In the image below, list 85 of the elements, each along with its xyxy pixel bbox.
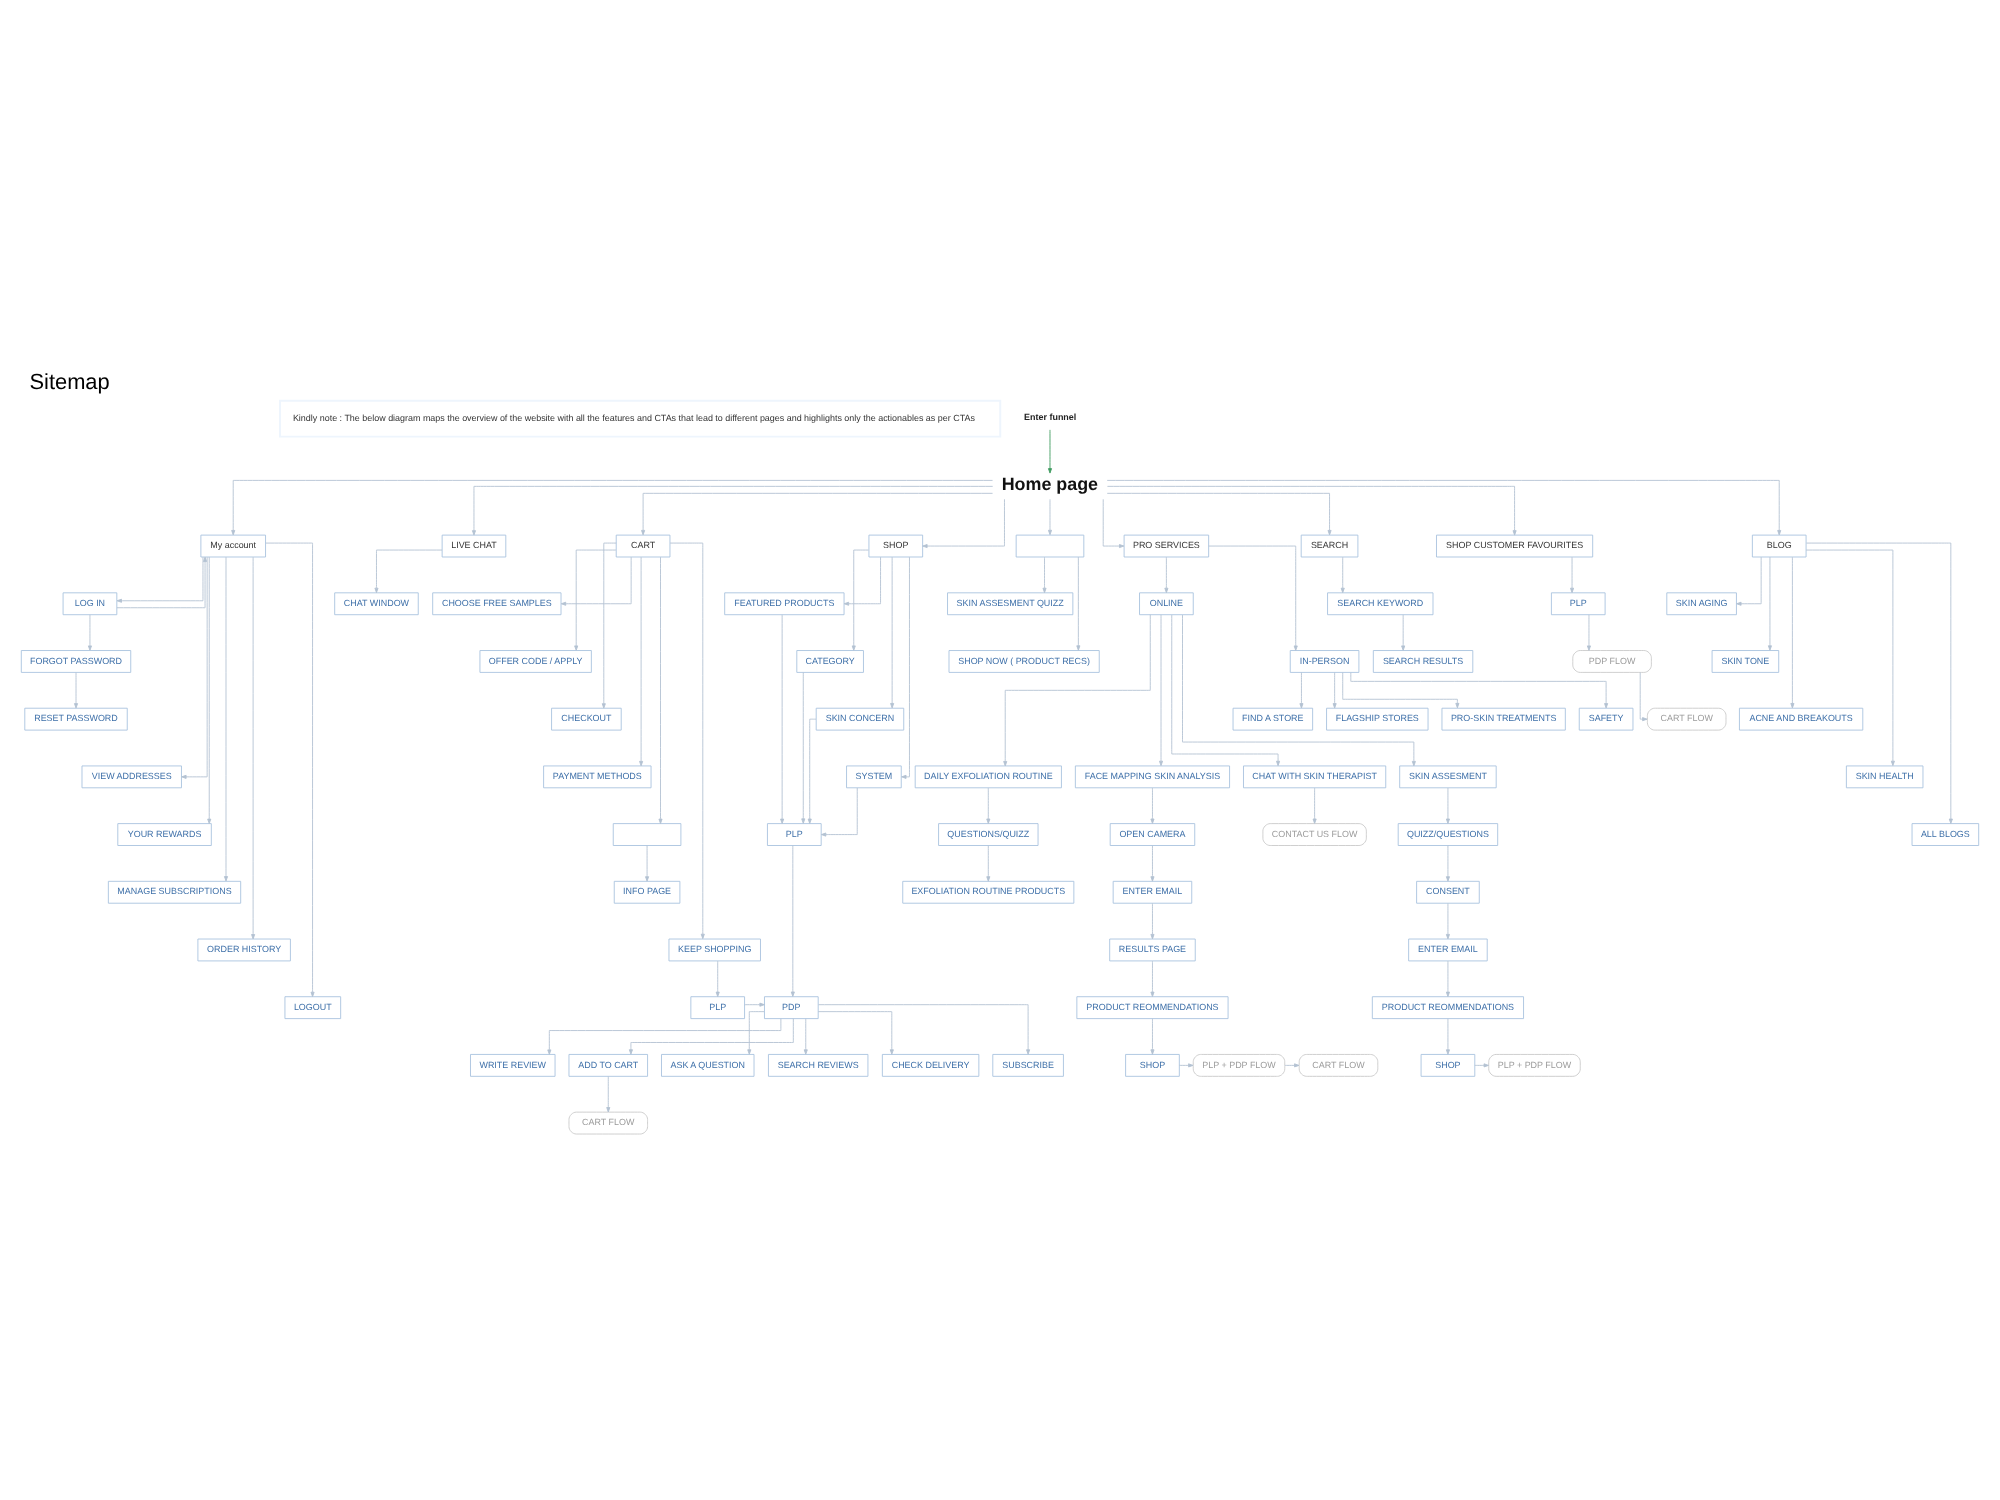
arrow — [658, 555, 663, 824]
arrow — [639, 555, 644, 766]
arrow — [1332, 671, 1337, 708]
arrow — [1076, 555, 1081, 650]
arrow — [645, 844, 650, 881]
node-box — [1015, 533, 1085, 557]
arrow — [820, 786, 858, 836]
arrow — [986, 844, 991, 881]
arrow — [1340, 555, 1345, 593]
arrow — [818, 1003, 1031, 1054]
arrow — [890, 555, 895, 708]
arrow — [74, 671, 79, 708]
arrow — [1342, 671, 1460, 708]
arrow — [606, 1075, 611, 1112]
arrow — [807, 717, 817, 823]
node-box — [612, 822, 682, 845]
arrow — [251, 555, 256, 939]
node-text: Home page — [1001, 472, 1099, 493]
arrow — [715, 959, 720, 997]
arrow — [1048, 497, 1052, 535]
arrow — [922, 497, 1005, 548]
arrow — [1350, 671, 1609, 708]
arrow — [1159, 613, 1164, 766]
arrow — [1208, 544, 1298, 650]
arrow — [1106, 491, 1332, 535]
arrow — [1445, 901, 1450, 939]
arrow — [986, 786, 991, 823]
arrow — [1182, 613, 1416, 766]
arrow — [901, 555, 910, 778]
arrow — [1474, 1062, 1489, 1067]
arrow — [1284, 1062, 1300, 1067]
arrow — [224, 555, 228, 881]
arrow — [1048, 428, 1052, 473]
arrow — [601, 541, 617, 708]
arrow — [1150, 1017, 1155, 1054]
arrow — [1570, 555, 1575, 593]
arrow — [801, 671, 806, 823]
arrow — [1150, 844, 1155, 881]
arrow — [1178, 1062, 1194, 1067]
arrow — [1767, 555, 1772, 650]
arrow — [471, 484, 994, 535]
arrow — [1042, 555, 1047, 593]
arrow — [1805, 541, 1953, 823]
arrow — [669, 541, 705, 939]
arrow — [641, 491, 993, 535]
diagram-title: Sitemap — [29, 370, 110, 395]
arrow — [374, 548, 443, 593]
arrow — [1171, 613, 1281, 766]
arrow — [181, 555, 208, 778]
arrow — [628, 1017, 794, 1054]
arrow — [1445, 959, 1450, 997]
arrow — [744, 1001, 765, 1006]
arrow — [1445, 786, 1450, 823]
arrow — [1639, 671, 1648, 721]
arrow — [780, 613, 785, 823]
arrow — [1312, 786, 1317, 823]
arrow — [1586, 613, 1591, 650]
arrow — [560, 555, 632, 605]
arrow — [843, 555, 881, 605]
arrow — [1805, 548, 1895, 766]
arrow — [803, 1017, 808, 1054]
arrow — [1401, 613, 1406, 650]
arrow — [1736, 555, 1762, 605]
arrow — [265, 541, 315, 997]
arrow — [1150, 901, 1155, 939]
arrow — [1102, 497, 1125, 548]
arrow — [1299, 671, 1304, 708]
arrow — [747, 1010, 765, 1054]
arrow — [1003, 613, 1151, 766]
arrow — [87, 613, 92, 650]
arrow — [1106, 478, 1782, 535]
arrow — [817, 1010, 894, 1054]
arrow — [1445, 844, 1450, 881]
arrow — [1106, 484, 1517, 535]
arrow — [547, 1017, 782, 1054]
arrow — [574, 548, 617, 650]
arrow — [1164, 555, 1169, 593]
arrow — [1445, 1017, 1450, 1054]
arrow — [207, 555, 212, 824]
arrow — [1150, 786, 1155, 823]
arrow — [790, 844, 795, 996]
arrow — [1150, 959, 1155, 997]
arrow — [1790, 555, 1795, 708]
arrow — [851, 548, 869, 650]
arrow — [231, 478, 993, 535]
